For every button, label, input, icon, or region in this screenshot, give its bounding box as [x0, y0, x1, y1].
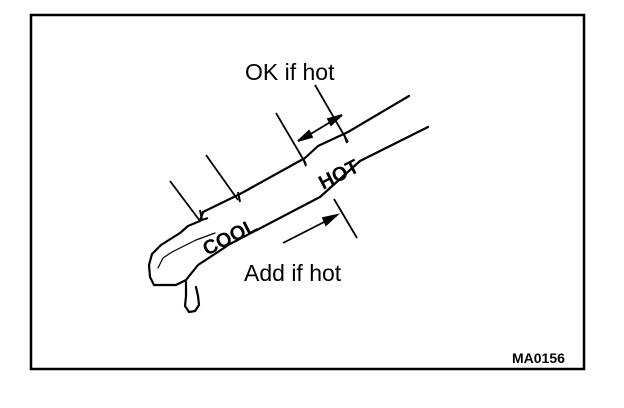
oil-drip [183, 280, 201, 314]
figure-frame [29, 13, 586, 371]
hot-high-leader [314, 84, 349, 143]
cool-low-leader [169, 180, 201, 222]
dipstick-lower-edge [158, 125, 430, 287]
cool-high-leader [205, 154, 239, 201]
dipstick [147, 94, 430, 314]
hot-low-leader [275, 112, 307, 165]
dipstick-tip [147, 252, 162, 287]
hot-mark: HOT [315, 156, 363, 195]
ok-if-hot-label: OK if hot [245, 59, 335, 85]
figure-code: MA0156 [512, 350, 565, 366]
add-if-hot-leader [333, 198, 358, 239]
cool-low-notch [199, 209, 209, 222]
leader-lines [169, 84, 358, 239]
ok-if-hot-arrowhead-right [326, 114, 343, 127]
dipstick-upper-edge [150, 94, 411, 256]
dimension-arrows [282, 114, 343, 244]
ok-if-hot-arrowhead-left [297, 129, 314, 142]
add-if-hot-arrow-line [282, 218, 331, 244]
add-if-hot-arrowhead [321, 213, 341, 227]
add-if-hot-label: Add if hot [244, 260, 342, 286]
cool-mark: COOL [199, 215, 260, 261]
cool-high-notch [237, 191, 241, 203]
dipstick-inner-edge [157, 232, 216, 269]
